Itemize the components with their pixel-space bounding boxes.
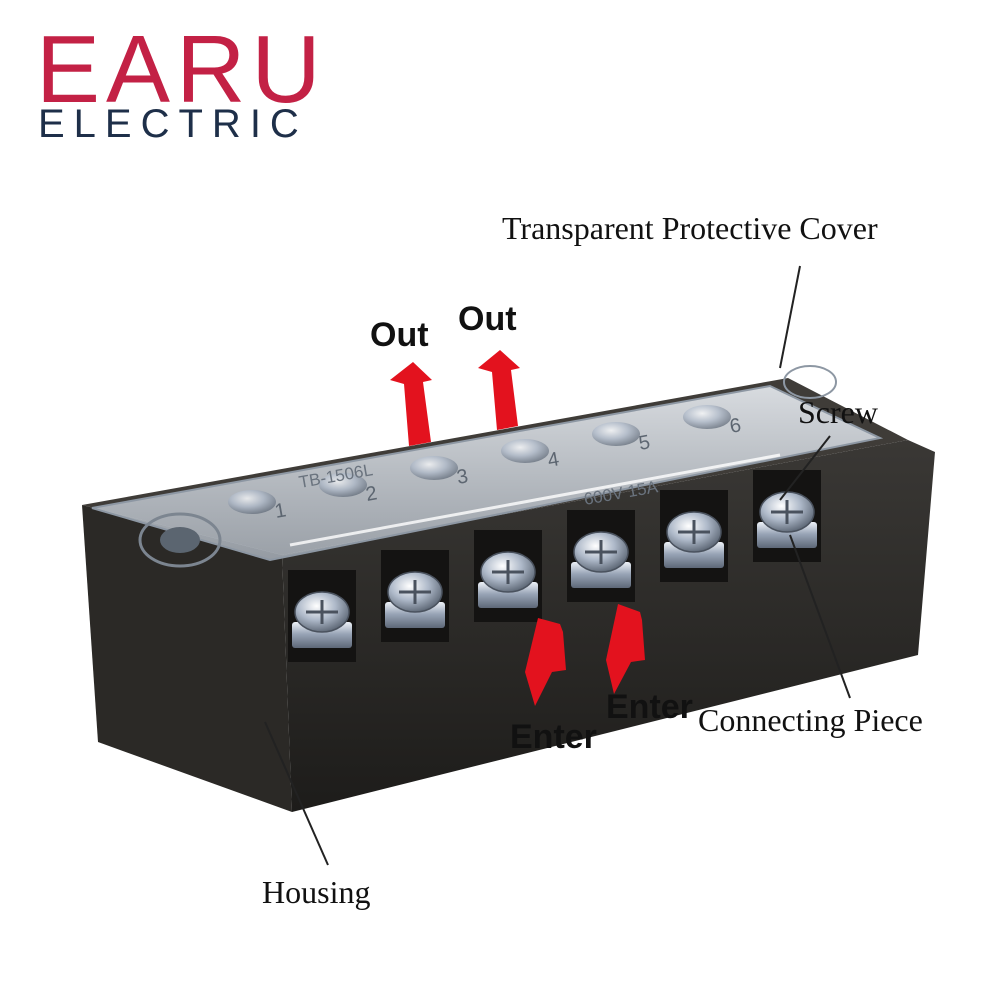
cover-screw [501,439,549,463]
screw-label: Screw [798,394,878,430]
callout-leaders [264,265,851,866]
cover-highlight [289,453,781,547]
out-label-1: Out [370,316,429,354]
cover-screw-row [228,405,731,514]
cover-plate [91,384,884,562]
connecting-piece-label: Connecting Piece [698,702,923,738]
terminal-number: 6 [728,414,743,438]
cover-mounting-hole-rear [783,365,837,399]
enter-label-1: Enter [510,718,597,756]
enter-label-2: Enter [606,688,693,726]
screw-leader-line [779,435,831,501]
brand-logo-tagline: ELECTRIC [38,102,308,146]
out-arrow-icon-1 [390,362,432,446]
cover-screw [228,490,276,514]
housing-label: Housing [262,874,371,910]
terminal-row [288,470,821,662]
brand-logo-wordmark: EARU [36,16,327,123]
terminal-number: 3 [455,465,470,489]
cover-mounting-hole-inner [160,527,200,553]
cover-leader-line [779,265,801,369]
terminal-number-row: 1 2 3 4 5 6 [273,414,743,523]
cover-mounting-hole [138,512,222,568]
terminal-number: 2 [364,482,379,506]
housing-leader-line [264,721,329,866]
cover-label: Transparent Protective Cover [502,210,878,246]
terminal-number: 5 [637,431,652,455]
connecting-piece-leader-line [789,534,851,699]
cover-screw [319,473,367,497]
out-label-2: Out [458,300,517,338]
terminal-number: 1 [273,499,288,523]
enter-arrow-icon-1 [525,618,566,706]
cover-screw [683,405,731,429]
cover-screw [410,456,458,480]
cover-screw [592,422,640,446]
out-arrow-icon-2 [478,350,520,430]
housing-front-face [82,505,292,812]
enter-arrow-icon-2 [606,604,645,694]
terminal-number: 4 [546,448,561,472]
flow-arrows [390,350,645,706]
